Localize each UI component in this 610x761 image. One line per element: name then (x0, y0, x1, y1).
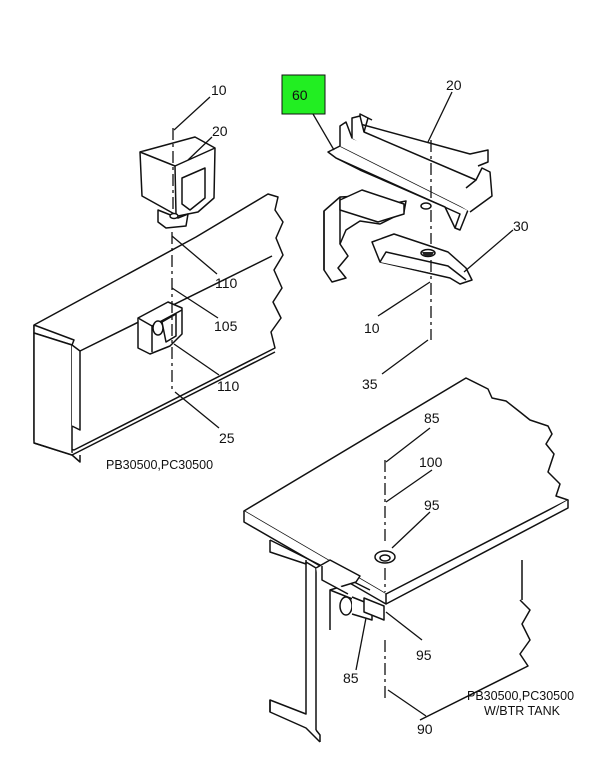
callout-bottom-right-85-lower: 85 (343, 670, 359, 686)
caption-bottom-right-line1: PB30500,PC30500 (467, 689, 574, 703)
top-right-spacer-block (339, 189, 405, 223)
callout-left-25: 25 (219, 430, 235, 446)
callout-bottom-right-95-lower: 95 (416, 647, 432, 663)
callout-60-highlight (281, 74, 326, 115)
top-right-leaders (312, 91, 514, 375)
bottom-right-assembly: 85 100 95 95 85 90 PB30500,PC30500 W/BTR… (243, 377, 574, 743)
callout-bottom-right-100: 100 (419, 454, 443, 470)
callout-top-right-60: 60 (292, 87, 308, 103)
callout-top-right-10: 10 (364, 320, 380, 336)
callout-left-110-upper: 110 (215, 275, 238, 291)
left-spacer-block (139, 136, 216, 229)
bottom-right-plate (243, 377, 569, 605)
callout-left-110-lower: 110 (217, 378, 240, 394)
left-bracket (137, 301, 183, 355)
left-assembly: 10 20 110 105 110 25 PB30500,PC30500 (33, 82, 284, 472)
callout-left-105: 105 (214, 318, 238, 334)
callout-bottom-right-95-top: 95 (424, 497, 440, 513)
left-centerline (171, 128, 174, 392)
top-right-bracket (371, 233, 473, 285)
callout-left-20: 20 (212, 123, 228, 139)
callout-bottom-right-85-top: 85 (424, 410, 440, 426)
top-right-channel (327, 115, 493, 231)
callout-top-right-35: 35 (362, 376, 378, 392)
bottom-right-ibeam (269, 539, 531, 743)
callout-top-right-20: 20 (446, 77, 462, 93)
bottom-right-leaders (355, 427, 433, 717)
callout-left-10: 10 (211, 82, 227, 98)
top-right-assembly: 60 20 30 10 35 (281, 74, 529, 392)
caption-left: PB30500,PC30500 (106, 458, 213, 472)
left-leaders (171, 96, 220, 429)
callout-bottom-right-90: 90 (417, 721, 433, 737)
caption-bottom-right-line2: W/BTR TANK (484, 704, 561, 718)
callout-top-right-30: 30 (513, 218, 529, 234)
bottom-right-bolt (339, 596, 385, 621)
